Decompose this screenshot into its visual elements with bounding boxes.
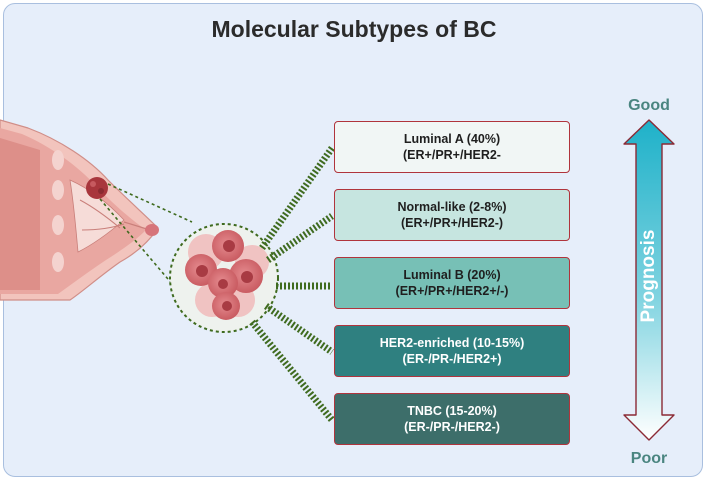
subtype-name: HER2-enriched (10-15%): [379, 336, 525, 350]
subtype-markers: (ER+/PR+/HER2+/-): [395, 284, 509, 298]
tumor-icon: [86, 177, 108, 199]
subtype-box-luminal-a: Luminal A (40%) (ER+/PR+/HER2-: [334, 121, 570, 173]
subtype-name: TNBC (15-20%): [407, 404, 497, 418]
connector-normal-like: [266, 213, 334, 263]
prognosis-label: Prognosis: [638, 229, 659, 323]
subtype-box-luminal-b: Luminal B (20%) (ER+/PR+/HER2+/-): [334, 257, 570, 309]
breast-anatomy-illustration: [0, 119, 159, 301]
subtype-markers: (ER+/PR+/HER2-): [400, 216, 504, 230]
subtype-name: Luminal A (40%): [403, 132, 501, 146]
prognosis-arrow: [623, 119, 675, 441]
subtype-markers: (ER+/PR+/HER2-: [403, 148, 501, 162]
subtype-name: Luminal B (20%): [403, 268, 501, 282]
prognosis-good-label: Good: [628, 97, 670, 114]
subtype-markers: (ER-/PR-/HER2+): [402, 352, 502, 366]
subtype-box-normal-like: Normal-like (2-8%) (ER+/PR+/HER2-): [334, 189, 570, 241]
connector-tnbc: [249, 319, 335, 423]
connector-her2-enriched: [263, 303, 335, 355]
subtype-markers: (ER-/PR-/HER2-): [404, 420, 500, 434]
subtype-box-her2-enriched: HER2-enriched (10-15%) (ER-/PR-/HER2+): [334, 325, 570, 377]
prognosis-poor-label: Poor: [630, 450, 668, 467]
connector-luminal-a: [259, 145, 335, 251]
subtype-name: Normal-like (2-8%): [397, 200, 507, 214]
tumor-cell-cluster: [169, 223, 279, 333]
figure-title: Molecular Subtypes of BC: [211, 16, 497, 42]
subtype-box-tnbc: TNBC (15-20%) (ER-/PR-/HER2-): [334, 393, 570, 445]
